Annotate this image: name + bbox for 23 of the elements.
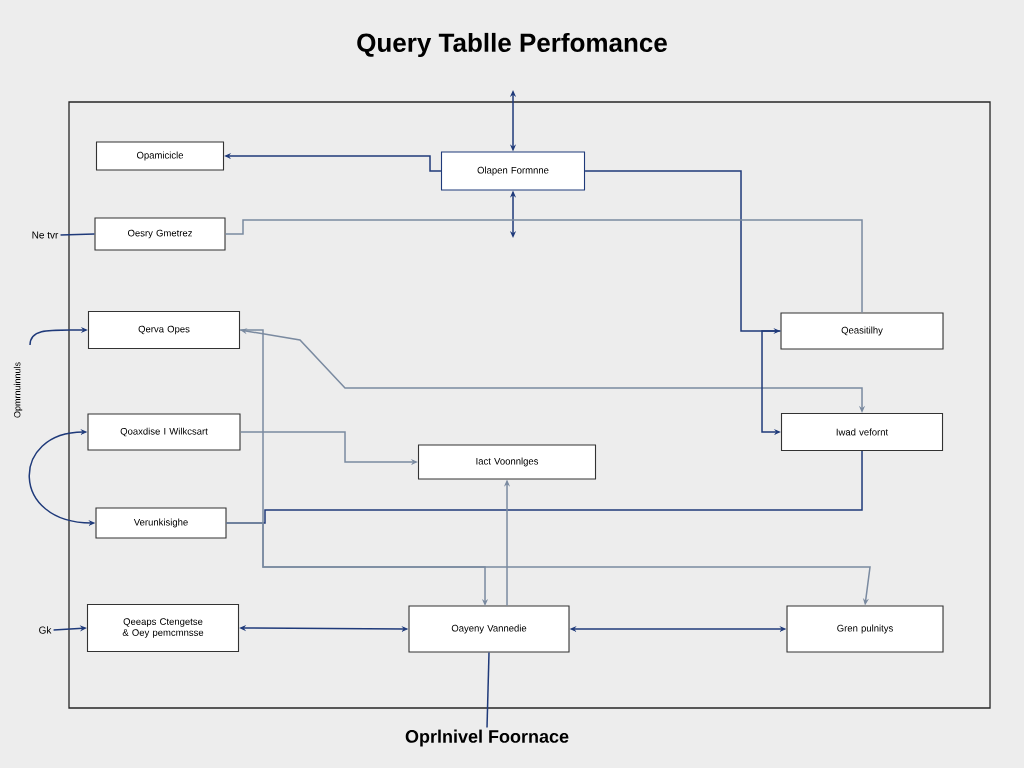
arrow bbox=[239, 329, 489, 606]
text-label: Gk bbox=[39, 626, 52, 634]
process-box: Olapen Formnne bbox=[440, 151, 586, 191]
process-box: Qeeaps Ctengetse & Oey pemcmnsse bbox=[86, 603, 240, 653]
text-label: Ne tvr bbox=[32, 231, 59, 239]
process-box: Oesry Gmetrez bbox=[94, 217, 226, 251]
process-box: Qerva Opes bbox=[87, 310, 241, 350]
arrow bbox=[29, 326, 88, 346]
text-label: Oprlnivel Foornace bbox=[405, 729, 569, 747]
title: Query Tablle Perfomance bbox=[357, 32, 667, 58]
process-box: Verunkisighe bbox=[95, 507, 227, 539]
process-box: Gren pulnitys bbox=[786, 605, 944, 653]
side-label: Opmrnuinnuls bbox=[12, 361, 24, 419]
arrow bbox=[240, 328, 866, 413]
process-box: Qoaxdise I Wilkcsart bbox=[87, 413, 241, 451]
process-box: Oayeny Vannedie bbox=[408, 605, 570, 653]
connector-line bbox=[486, 651, 490, 729]
process-box: Qeasitilhy bbox=[780, 312, 944, 350]
connector-line bbox=[224, 219, 863, 314]
connector-line bbox=[59, 233, 96, 236]
process-box: Opamicicle bbox=[95, 141, 225, 171]
process-box: Iwad vefornt bbox=[780, 412, 944, 452]
process-box: Iact Voonnlges bbox=[417, 444, 597, 480]
